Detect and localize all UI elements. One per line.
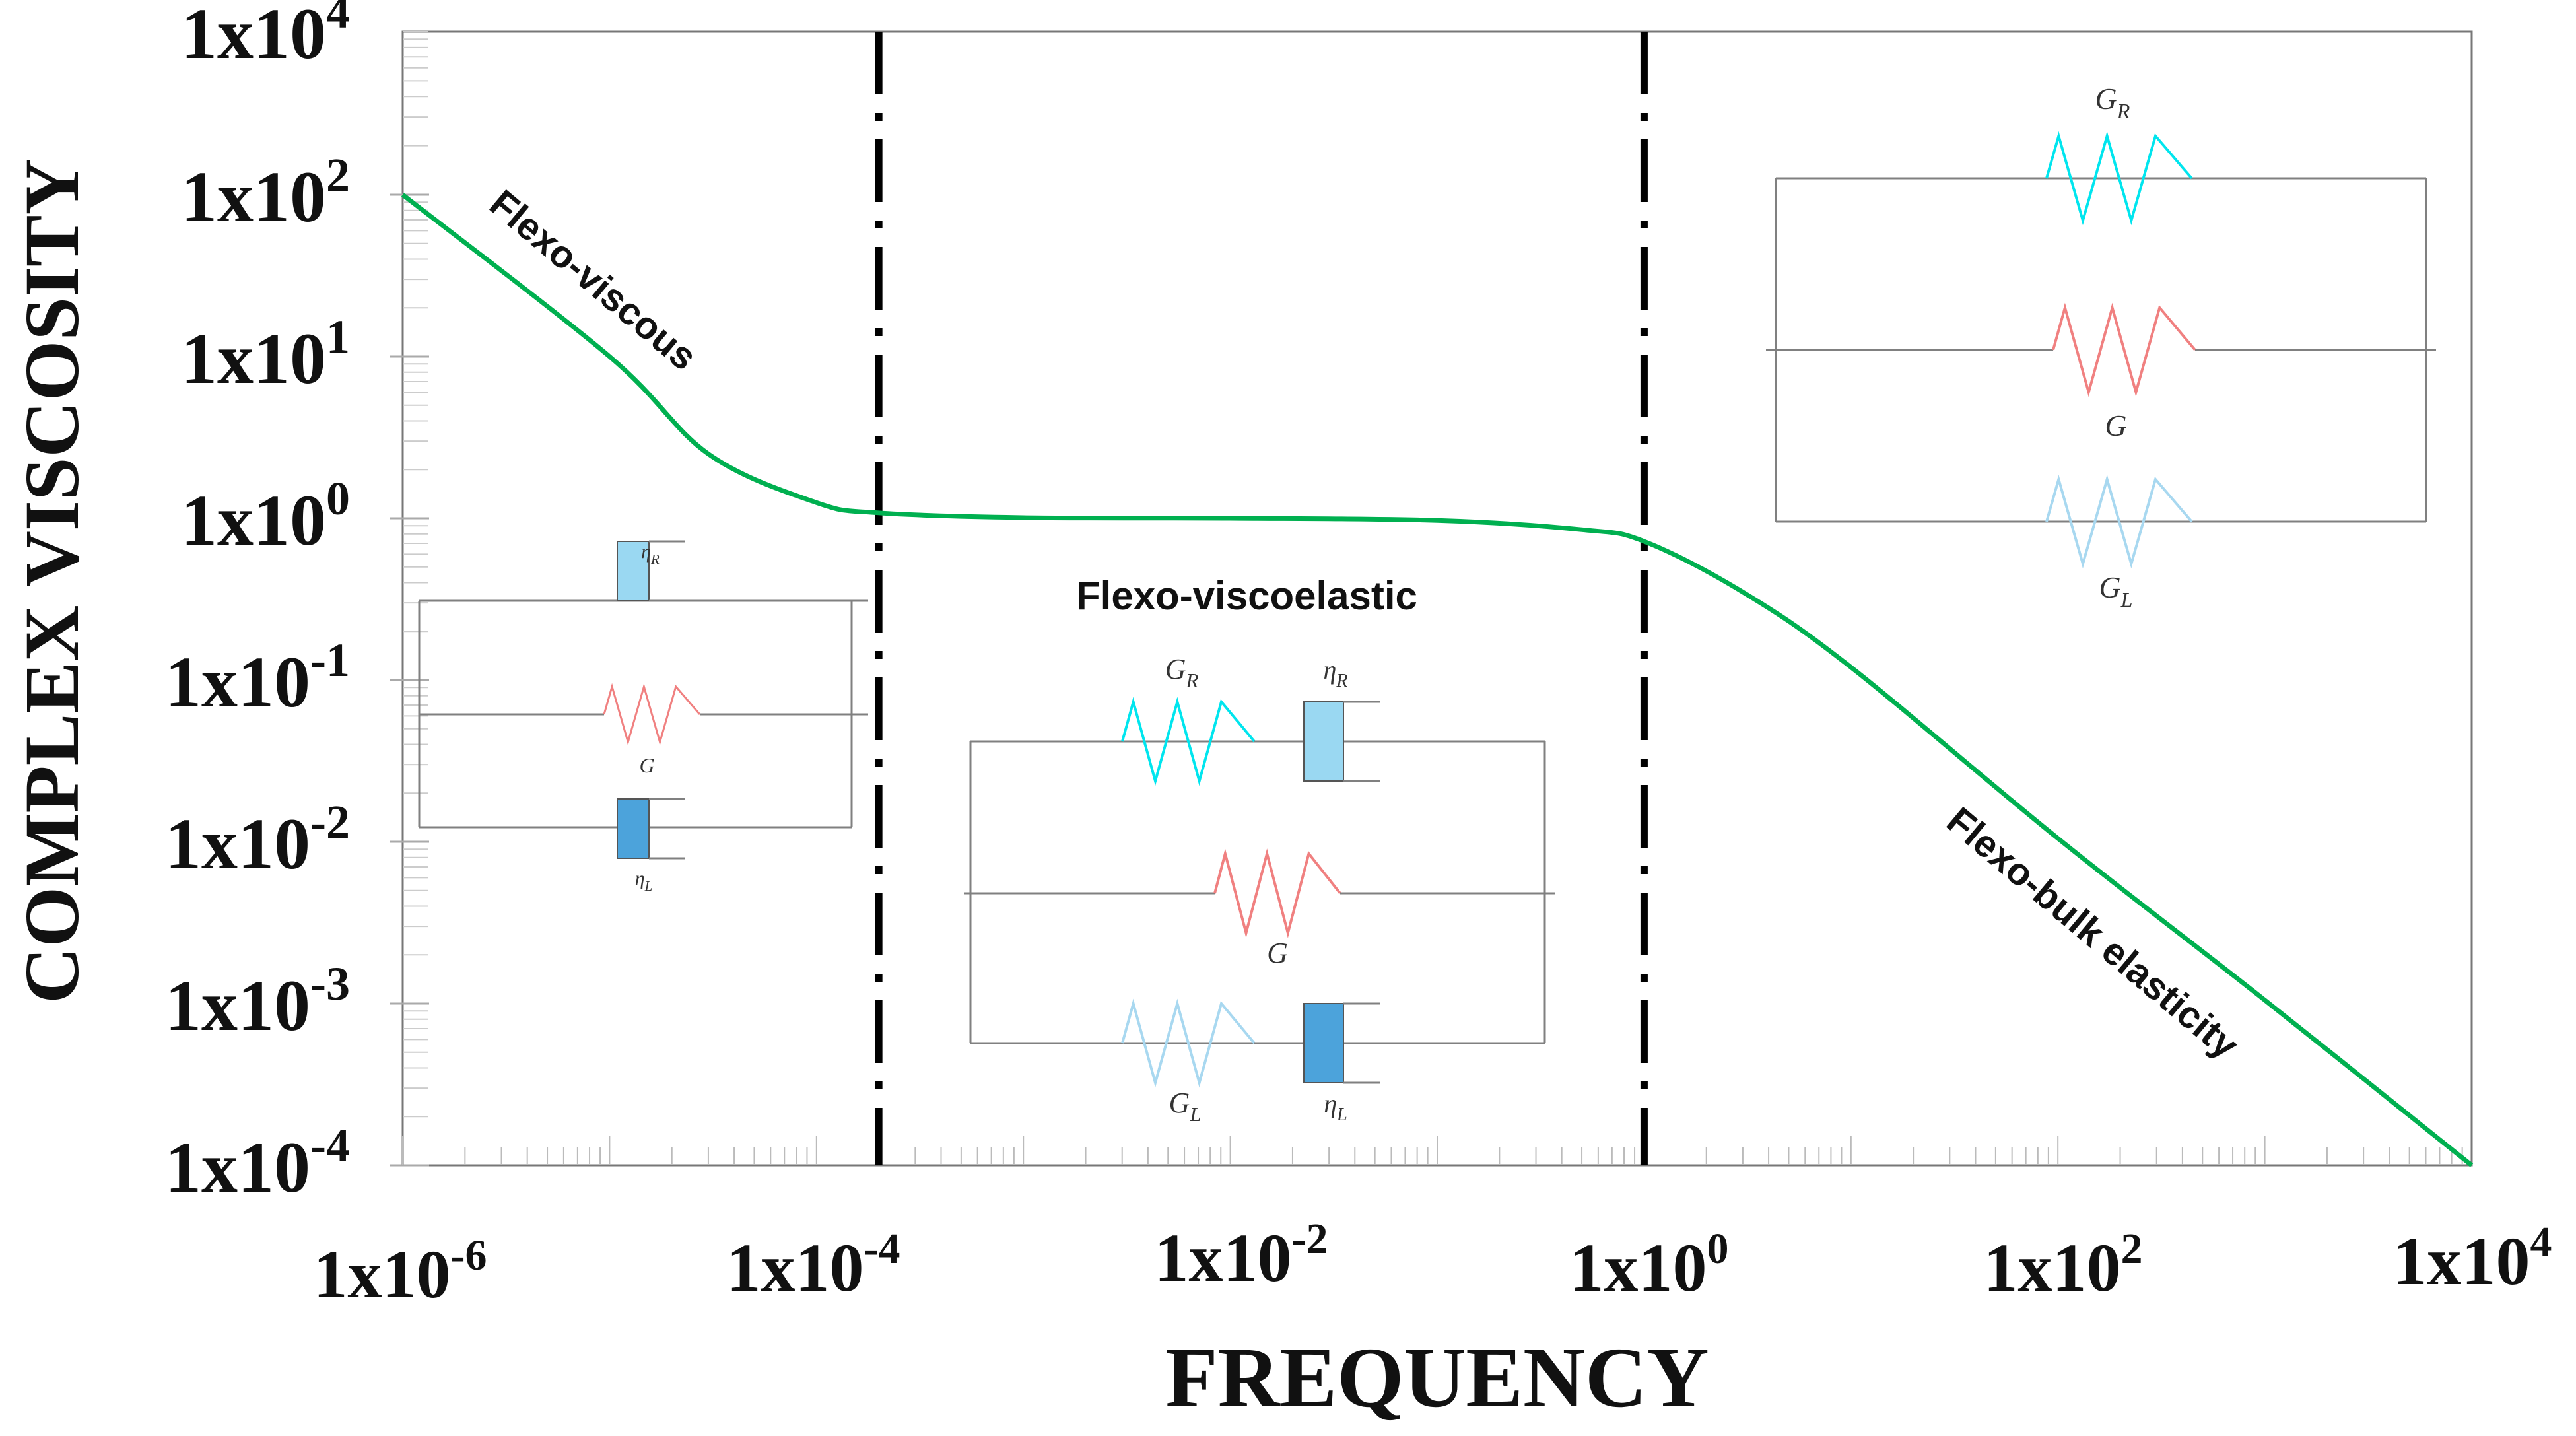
spring-g-left	[603, 683, 701, 746]
spring-g-middle	[1213, 848, 1341, 938]
label-eta-l-middle: ηL	[1324, 1089, 1347, 1125]
x-tick-label: 1x10-4	[727, 1225, 900, 1306]
y-tick-label: 1x101	[181, 310, 350, 399]
x-tick-label: 1x104	[2393, 1218, 2552, 1299]
dashpot-eta-l	[617, 798, 650, 859]
y-tick-label: 1x102	[181, 149, 350, 237]
x-tick-labels: 1x10-6 1x10-4 1x10-2 1x100 1x102 1x104	[314, 1215, 2552, 1313]
viscosity-curve	[401, 193, 2474, 1167]
x-tick-label: 1x10-2	[1155, 1215, 1328, 1296]
spring-gr-middle	[1121, 697, 1256, 786]
y-tick-label: 1x100	[181, 472, 350, 561]
mechanical-models: ηR GηL GR ηR G GL ηL GR G GL	[418, 82, 2436, 1126]
region-label-flexo-bulk-elasticity: Flexo-bulk elasticity	[1939, 799, 2247, 1067]
region-label-flexo-viscoelastic: Flexo-viscoelastic	[1076, 574, 1417, 618]
label-eta-r-left: ηR	[641, 541, 660, 567]
label-eta-r-middle: ηR	[1324, 655, 1348, 691]
spring-g-right	[2052, 302, 2196, 397]
x-tick-label: 1x10-6	[314, 1231, 487, 1313]
spring-gr-right	[2045, 131, 2193, 226]
y-axis-minor-ticks	[390, 31, 429, 1167]
y-tick-label: 1x10-4	[165, 1119, 350, 1208]
label-gl-right: GL	[2099, 570, 2132, 611]
y-axis-title: COMPLEX VISCOSITY	[9, 158, 95, 1004]
x-axis-title: FREQUENCY	[1165, 1330, 1709, 1425]
label-eta-l-left: ηL	[635, 868, 653, 894]
label-gl-middle: GL	[1169, 1087, 1202, 1126]
label-gr-middle: GR	[1165, 653, 1199, 692]
x-tick-label: 1x102	[1984, 1225, 2143, 1306]
dashpot-eta-l-middle	[1303, 1003, 1344, 1083]
y-tick-label: 1x104	[181, 0, 350, 74]
spring-gl-middle	[1121, 998, 1256, 1088]
label-g-right: G	[2105, 409, 2126, 442]
x-axis-minor-ticks	[402, 1136, 2463, 1165]
y-tick-labels: 1x10-4 1x10-3 1x10-2 1x10-1 1x100 1x101 1x102 1…	[165, 0, 350, 1208]
y-tick-label: 1x10-2	[165, 796, 350, 884]
dashpot-eta-r-middle	[1303, 701, 1344, 782]
x-tick-label: 1x100	[1570, 1225, 1729, 1306]
y-tick-label: 1x10-3	[165, 957, 350, 1046]
label-g-middle: G	[1267, 937, 1288, 969]
dashpot-eta-r	[617, 541, 650, 601]
region-boundaries	[875, 32, 1648, 1165]
y-tick-label: 1x10-1	[165, 634, 350, 722]
label-g-left: G	[639, 753, 654, 777]
label-gr-right: GR	[2095, 82, 2130, 123]
spring-gl-right	[2045, 474, 2193, 569]
